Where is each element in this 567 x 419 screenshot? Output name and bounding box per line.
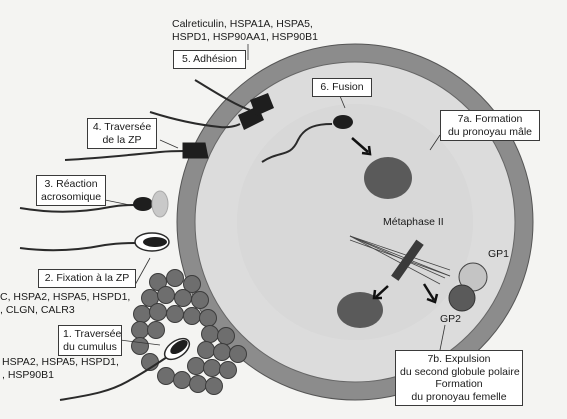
cumulus-cell bbox=[191, 291, 209, 309]
male-pronucleus bbox=[364, 157, 412, 199]
proteins-top-line2: HSPD1, HSP90AA1, HSP90B1 bbox=[172, 30, 318, 43]
step-4-zp-traversal: 4. Traversée de la ZP bbox=[87, 118, 157, 149]
cumulus-cell bbox=[147, 321, 165, 339]
step-3-line1: 3. Réaction bbox=[44, 178, 98, 190]
oocyte-inner-shade bbox=[237, 104, 473, 340]
cumulus-cell bbox=[133, 305, 151, 323]
step-7a-line1: 7a. Formation bbox=[457, 113, 523, 125]
proteins-mid-line1: C, HSPA2, HSPA5, HSPD1, bbox=[0, 291, 131, 303]
proteins-mid: C, HSPA2, HSPA5, HSPD1, , CLGN, CALR3 bbox=[0, 291, 130, 316]
proteins-top-line1: Calreticulin, HSPA1A, HSPA5, bbox=[172, 18, 313, 30]
proteins-bottom: HSPA2, HSPA5, HSPD1, , HSP90B1 bbox=[2, 356, 119, 381]
step-7b-line2: du second globule polaire bbox=[400, 365, 520, 378]
sperm-zp-traversal bbox=[64, 106, 264, 161]
metaphase-label: Métaphase II bbox=[383, 216, 444, 228]
cumulus-cell bbox=[229, 345, 247, 363]
gp1-label: GP1 bbox=[488, 248, 510, 260]
cumulus-cell bbox=[173, 371, 191, 389]
step-3-acrosome-reaction: 3. Réaction acrosomique bbox=[36, 175, 106, 206]
cumulus-cell bbox=[131, 337, 149, 355]
proteins-bottom-line1: HSPA2, HSPA5, HSPD1, bbox=[2, 356, 119, 368]
step-6-fusion: 6. Fusion bbox=[312, 78, 372, 97]
step-7b-line1: 7b. Expulsion bbox=[427, 353, 491, 365]
cumulus-cell bbox=[197, 341, 215, 359]
metaphase-spindle bbox=[349, 235, 451, 285]
metaphase-plate bbox=[391, 239, 424, 281]
step-1-line2: du cumulus bbox=[63, 340, 117, 353]
step-1-cumulus-traversal: 1. Traversée du cumulus bbox=[58, 325, 122, 356]
cumulus-cell bbox=[203, 359, 221, 377]
cumulus-cell bbox=[157, 367, 175, 385]
fusion-arrow bbox=[351, 137, 372, 156]
cumulus-cell bbox=[149, 273, 167, 291]
cumulus-cell bbox=[219, 361, 237, 379]
cumulus-cell bbox=[131, 321, 149, 339]
step-6-label: 6. Fusion bbox=[320, 81, 364, 93]
cumulus-cell bbox=[157, 286, 175, 304]
sperm-zp-binding bbox=[19, 232, 170, 252]
proteins-top: Calreticulin, HSPA1A, HSPA5, HSPD1, HSP9… bbox=[172, 18, 318, 43]
cumulus-cell bbox=[174, 289, 192, 307]
step-7b-line3: Formation bbox=[435, 378, 483, 390]
cumulus-cell bbox=[205, 377, 223, 395]
gp2-label: GP2 bbox=[440, 313, 462, 325]
cumulus-cells bbox=[131, 269, 247, 395]
cumulus-cell bbox=[149, 303, 167, 321]
cumulus-cell bbox=[183, 307, 201, 325]
proteins-mid-line2: , CLGN, CALR3 bbox=[0, 303, 75, 316]
sperm-cumulus bbox=[59, 337, 191, 401]
step-5-label: 5. Adhésion bbox=[182, 53, 237, 65]
step-4-line2: de la ZP bbox=[102, 133, 142, 146]
cumulus-cell bbox=[201, 325, 219, 343]
gp-arrow bbox=[422, 283, 439, 304]
proteins-bottom-line2: , HSP90B1 bbox=[2, 368, 54, 381]
cumulus-cell bbox=[213, 343, 231, 361]
connector-lines bbox=[104, 44, 446, 351]
cumulus-cell bbox=[217, 327, 235, 345]
sperm-acrosome-reaction bbox=[19, 190, 169, 218]
step-4-line1: 4. Traversée bbox=[92, 121, 152, 133]
sperm-fusion bbox=[261, 115, 353, 163]
step-5-adhesion: 5. Adhésion bbox=[173, 50, 246, 69]
step-7b-line4: du pronoyau femelle bbox=[411, 390, 507, 403]
cumulus-cell bbox=[183, 275, 201, 293]
female-pronucleus bbox=[337, 292, 383, 328]
cumulus-cell bbox=[189, 375, 207, 393]
step-7a-male-pronucleus: 7a. Formation du pronoyau mâle bbox=[440, 110, 540, 141]
step-1-line1: 1. Traversée bbox=[63, 328, 122, 340]
polar-body-2 bbox=[448, 284, 476, 312]
female-arrow bbox=[372, 285, 389, 300]
step-7a-line2: du pronoyau mâle bbox=[447, 125, 533, 138]
cumulus-cell bbox=[166, 269, 184, 287]
step-3-line2: acrosomique bbox=[41, 190, 102, 203]
sperm-adhesion bbox=[194, 79, 274, 116]
step-2-label: 2. Fixation à la ZP bbox=[44, 272, 130, 284]
step-2-zp-binding: 2. Fixation à la ZP bbox=[38, 269, 136, 288]
step-7b-female-pronucleus: 7b. Expulsion du second globule polaire … bbox=[395, 350, 523, 406]
cumulus-cell bbox=[166, 305, 184, 323]
cumulus-cell bbox=[187, 357, 205, 375]
cumulus-cell bbox=[199, 309, 217, 327]
